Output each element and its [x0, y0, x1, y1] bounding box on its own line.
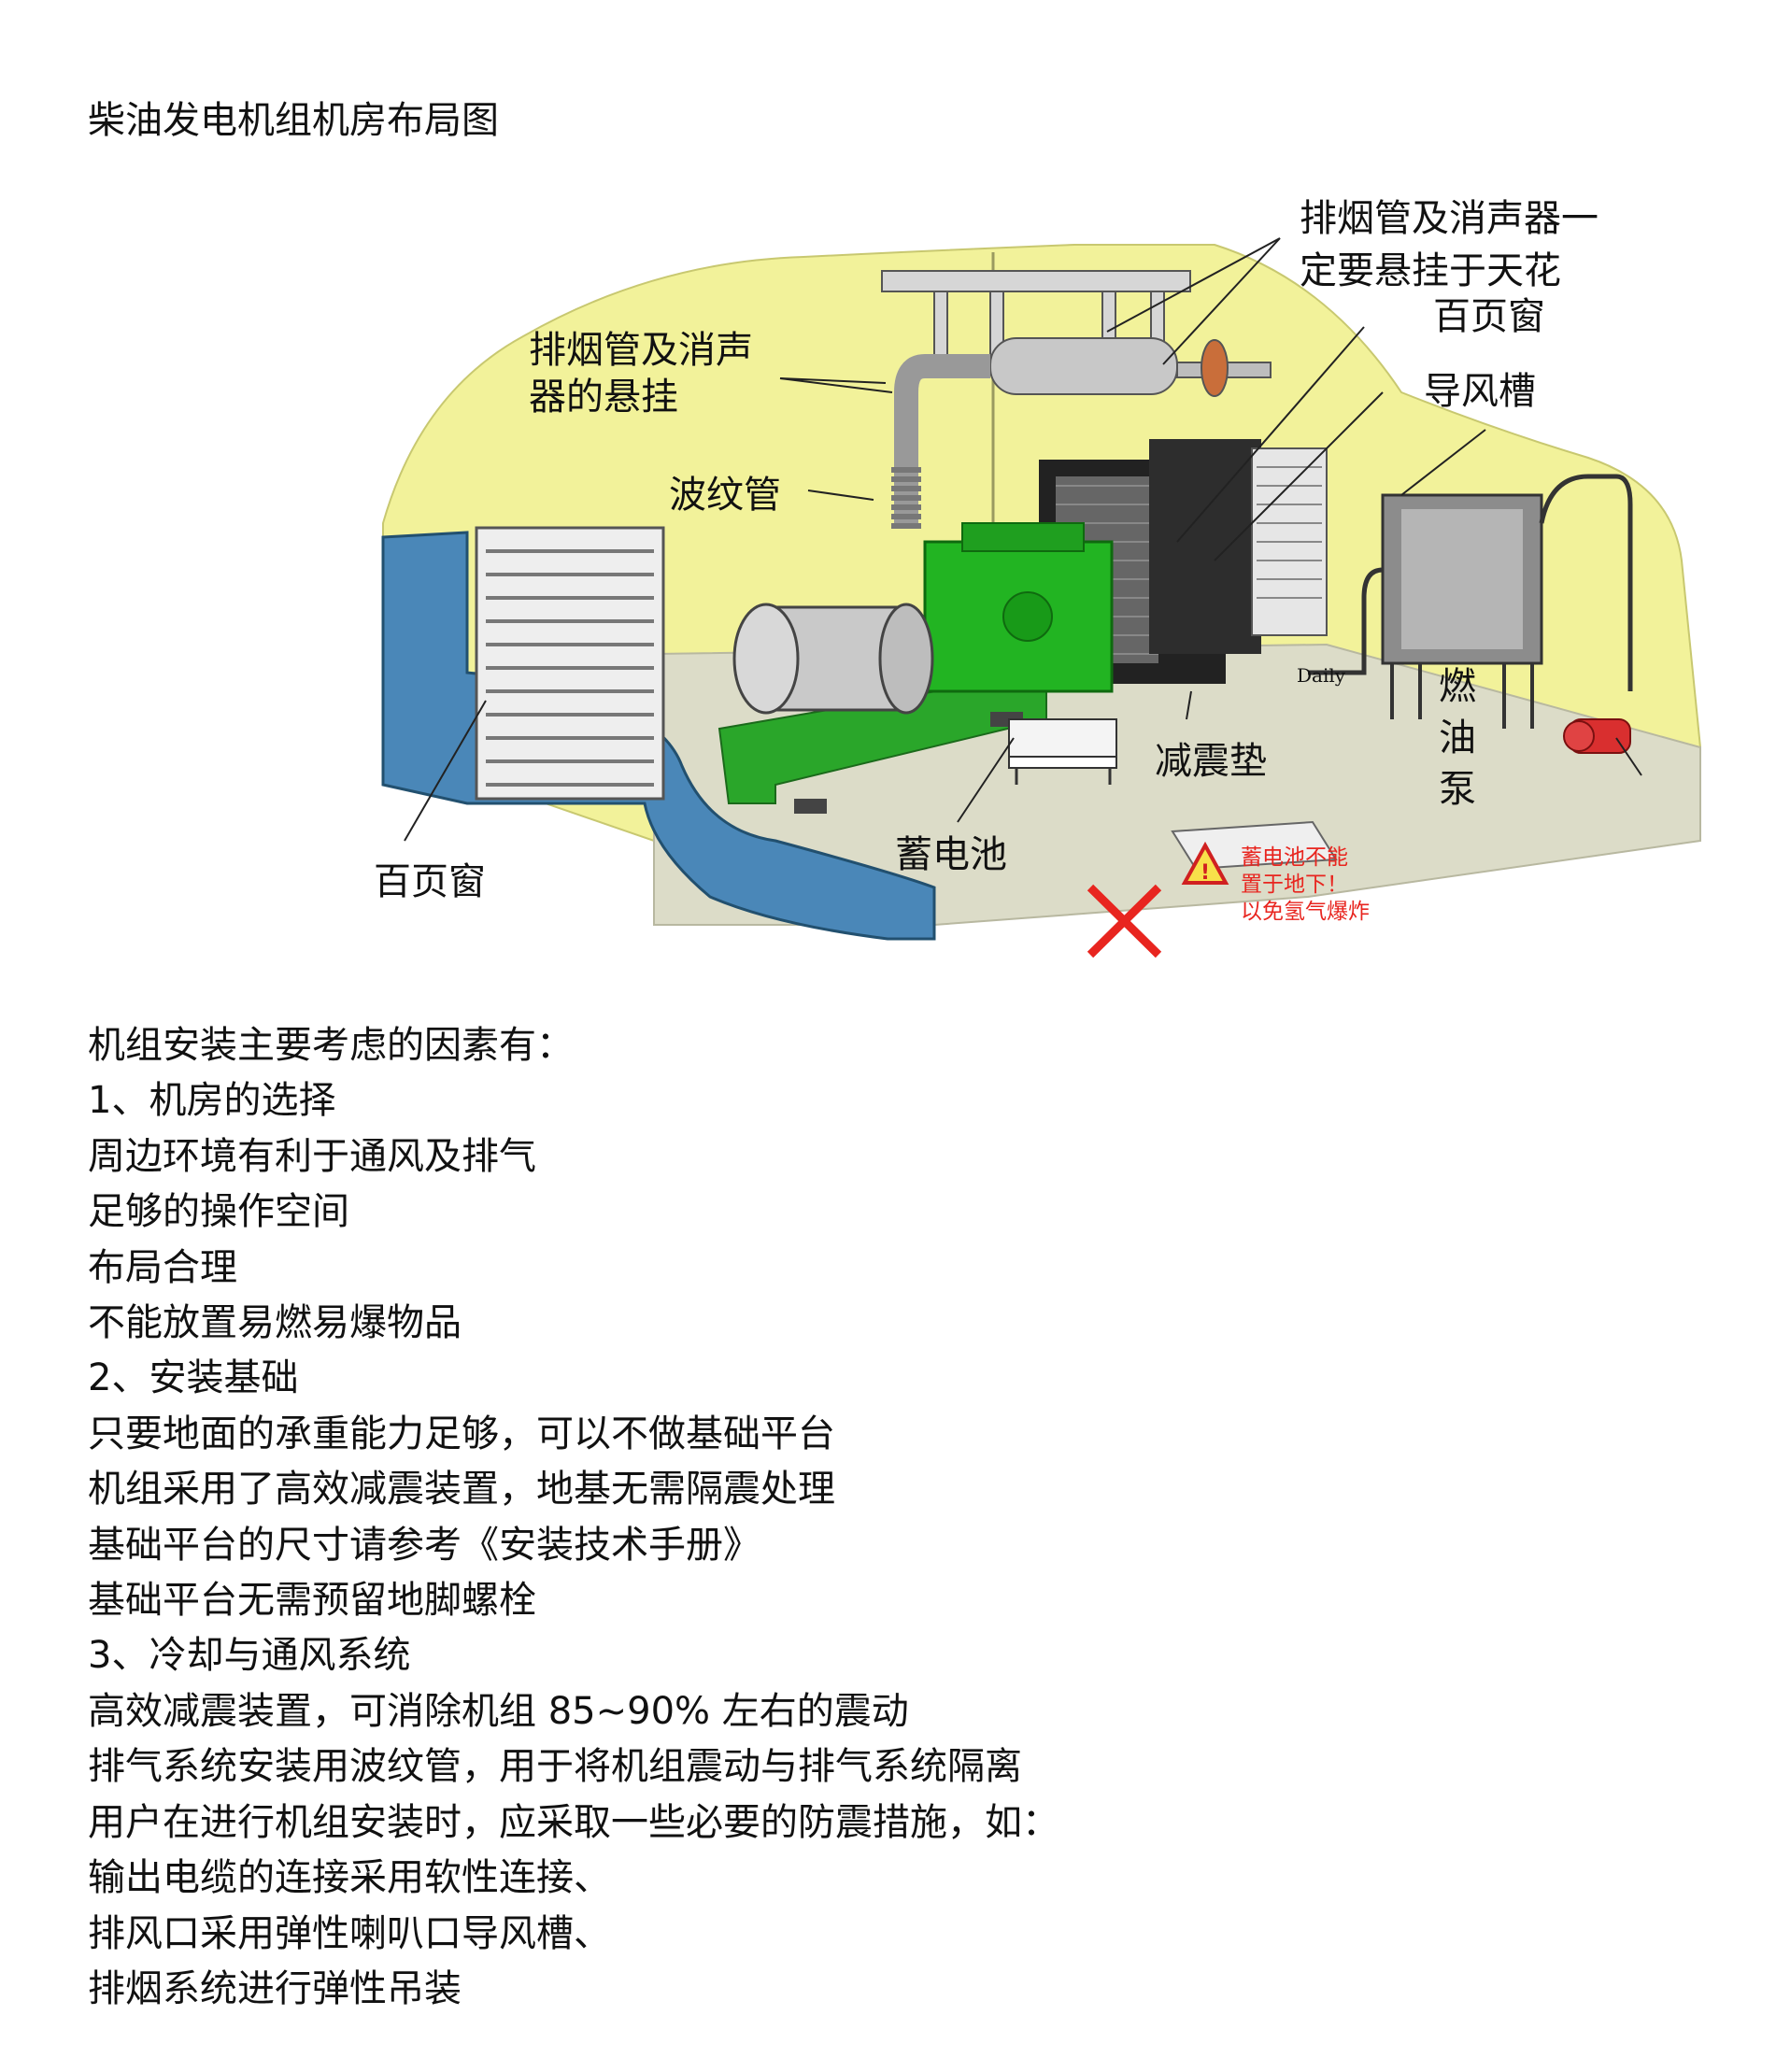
- engine: [923, 522, 1114, 693]
- label-daily-tank: Daily: [1297, 664, 1346, 687]
- note-line: 周边环境有利于通风及排气: [88, 1134, 536, 1178]
- note-line: 1、机房的选择: [88, 1079, 336, 1123]
- note-line: 高效减震装置，可消除机组 85~90% 左右的震动: [88, 1689, 909, 1733]
- damper-pad-block: [794, 799, 827, 814]
- label-battery: 蓄电池: [895, 833, 1007, 876]
- note-line: 2、安装基础: [88, 1356, 299, 1400]
- label-exhaust-ceiling-line2: 定要悬挂于天花: [1300, 249, 1561, 292]
- note-line: 基础平台无需预留地脚螺栓: [88, 1579, 536, 1623]
- note-line: 排气系统安装用波纹管，用于将机组震动与排气系统隔离: [88, 1745, 1022, 1789]
- label-air-duct: 导风槽: [1424, 370, 1536, 413]
- note-line: 排烟系统进行弹性吊装: [88, 1966, 462, 2010]
- prohibited-cross-icon: [1087, 884, 1162, 958]
- note-line: 足够的操作空间: [88, 1190, 349, 1234]
- exhaust-system: [891, 337, 1272, 532]
- note-line: 只要地面的承重能力足够，可以不做基础平台: [88, 1412, 835, 1455]
- label-bellows: 波纹管: [669, 474, 781, 517]
- left-louver: [475, 526, 665, 801]
- fuel-tank: [1308, 474, 1633, 729]
- page-title: 柴油发电机组机房布局图: [88, 99, 499, 142]
- label-warning-line3: 以免氢气爆炸: [1241, 900, 1370, 924]
- label-warning-line2: 置于地下！: [1241, 873, 1348, 897]
- note-line: 布局合理: [88, 1245, 237, 1289]
- fuel-pump: [1563, 718, 1631, 754]
- note-line: 输出电缆的连接采用软性连接、: [88, 1856, 611, 1900]
- note-line: 机组采用了高效减震装置，地基无需隔震处理: [88, 1468, 835, 1511]
- generator-room-diagram: ! 排烟管及消声器一 定要悬挂于天花 百页窗 导风槽 排烟管及消声 器的悬挂 波…: [374, 197, 1701, 958]
- label-exhaust-hang-line1: 排烟管及消声: [529, 329, 753, 372]
- label-damper-pad: 减震垫: [1155, 740, 1267, 783]
- leader-lines: [404, 237, 1642, 842]
- note-line: 机组安装主要考虑的因素有：: [88, 1024, 574, 1067]
- label-fuel-pump-1: 燃: [1439, 665, 1476, 708]
- note-line: 基础平台的尺寸请参考《安装技术手册》: [88, 1523, 760, 1567]
- label-fuel-pump-3: 泵: [1439, 768, 1476, 811]
- battery-stand: [1008, 718, 1117, 785]
- warning-triangle-icon: !: [1181, 841, 1229, 885]
- label-exhaust-hang-line2: 器的悬挂: [529, 376, 678, 419]
- label-louver-top: 百页窗: [1433, 295, 1545, 338]
- note-line: 3、冷却与通风系统: [88, 1634, 411, 1678]
- label-exhaust-ceiling-line1: 排烟管及消声器一: [1300, 197, 1598, 240]
- note-line: 排风口采用弹性喇叭口导风槽、: [88, 1911, 611, 1955]
- label-fuel-pump-2: 油: [1439, 717, 1476, 759]
- svg-text:!: !: [1201, 861, 1210, 885]
- alternator: [732, 603, 934, 715]
- label-louver-left: 百页窗: [374, 860, 486, 903]
- note-line: 用户在进行机组安装时，应采取一些必要的防震措施，如：: [88, 1800, 1059, 1844]
- installation-notes: 机组安装主要考虑的因素有： 1、机房的选择周边环境有利于通风及排气足够的操作空间布…: [88, 1018, 1059, 2017]
- note-line: 不能放置易燃易爆物品: [88, 1301, 462, 1345]
- label-warning-line1: 蓄电池不能: [1241, 845, 1348, 870]
